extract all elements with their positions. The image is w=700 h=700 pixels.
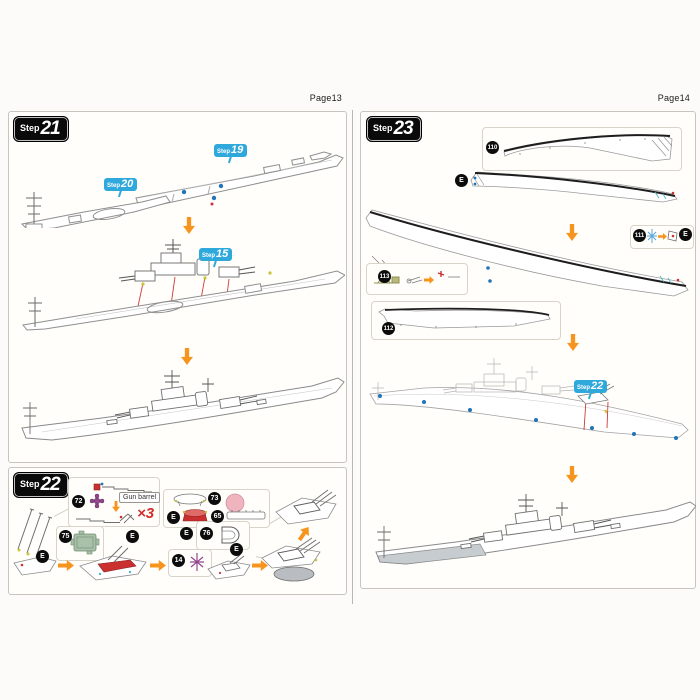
gun-barrel-part-illustration xyxy=(93,482,152,493)
part-72-label: 72 xyxy=(74,498,83,505)
part-73-label: 73 xyxy=(210,495,219,502)
part-72-illustration xyxy=(89,493,105,509)
part-e-label: E xyxy=(184,530,189,537)
right-arrow-icon xyxy=(424,276,434,284)
part-110-label: 110 xyxy=(487,144,498,151)
step20-ref-number: 20 xyxy=(121,178,134,190)
triple-barrel-part-illustration xyxy=(13,508,57,576)
keel-plate-112-illustration xyxy=(378,307,551,329)
part113-panel xyxy=(366,263,468,295)
final-turret-upper-illustration xyxy=(275,489,337,525)
part-75-illustration xyxy=(70,530,100,555)
down-arrow-icon xyxy=(112,501,120,512)
part-76-illustration xyxy=(221,526,240,544)
step22-badge-number: 22 xyxy=(40,474,61,495)
part-14-label: 14 xyxy=(174,557,183,564)
step15-ref-number: 15 xyxy=(216,248,229,260)
part-e-label: E xyxy=(683,231,688,238)
part-circle-14: 14 xyxy=(172,554,185,567)
page-divider xyxy=(352,110,353,604)
step20-ref-prefix: Step xyxy=(107,183,121,189)
final-turret-lower-illustration xyxy=(261,537,321,582)
gun-barrel-label: Gun barrel xyxy=(119,492,161,504)
superstructure-assembly-illustration xyxy=(22,239,345,331)
part-circle-72: 72 xyxy=(72,495,85,508)
page-number-right: Page14 xyxy=(657,93,690,103)
step22-ref-prefix: Step xyxy=(577,385,591,391)
part-circle-e: E xyxy=(126,530,139,543)
finished-ship-illustration xyxy=(375,494,696,565)
part-e-label: E xyxy=(171,514,176,521)
right-arrow-icon xyxy=(252,560,268,571)
part-circle-113: 113 xyxy=(378,270,391,283)
step15-ref-badge: Step 15 xyxy=(199,248,233,261)
step21-badge-prefix: Step xyxy=(20,123,40,133)
part-circle-111: 111 xyxy=(633,229,646,242)
step21-badge-number: 21 xyxy=(40,118,61,139)
step23-badge-prefix: Step xyxy=(373,123,393,133)
part-circle-e: E xyxy=(455,174,468,187)
part-14-illustration xyxy=(190,553,204,571)
part-e-label: E xyxy=(130,533,135,540)
step19-ref-prefix: Step xyxy=(217,149,231,155)
part-113-label: 113 xyxy=(379,273,390,280)
part-circle-e: E xyxy=(230,543,243,556)
multiplier-text: ×3 xyxy=(137,505,155,522)
step15-ref-prefix: Step xyxy=(202,253,216,259)
turret-assembly-stage2-illustration xyxy=(79,545,147,581)
step23-badge: Step 23 xyxy=(366,116,422,142)
step19-ref-badge: Step 19 xyxy=(214,144,248,157)
part-111-assembled-illustration xyxy=(667,230,678,242)
part-circle-73: 73 xyxy=(208,492,221,505)
part-e-label: E xyxy=(459,177,464,184)
right-arrow-icon xyxy=(58,560,74,571)
right-arrow-icon xyxy=(150,560,166,571)
step21-badge: Step 21 xyxy=(13,116,69,142)
part-e-label: E xyxy=(234,546,239,553)
deck-assembly-illustration xyxy=(20,151,344,228)
part-circle-76: 76 xyxy=(200,527,213,540)
part-111-label: 111 xyxy=(634,232,645,239)
turret-assembly-stage3-illustration xyxy=(207,554,251,580)
part-75-label: 75 xyxy=(61,533,70,540)
step22-ref-number: 22 xyxy=(591,380,604,392)
part-circle-112: 112 xyxy=(382,322,395,335)
part-circle-e: E xyxy=(36,550,49,563)
part-circle-75: 75 xyxy=(59,530,72,543)
part-circle-e: E xyxy=(679,228,692,241)
part-circle-e: E xyxy=(180,527,193,540)
completed-ship-illustration xyxy=(21,370,345,441)
step20-ref-badge: Step 20 xyxy=(104,178,138,191)
alignment-guide-lines xyxy=(136,276,230,312)
part-circle-e: E xyxy=(167,511,180,524)
step23-badge-number: 23 xyxy=(393,118,414,139)
part-circle-110: 110 xyxy=(486,141,499,154)
page-number-left: Page13 xyxy=(309,93,342,103)
right-arrow-icon xyxy=(658,233,667,240)
step22-badge-prefix: Step xyxy=(20,479,40,489)
gun-barrel-assembled-illustration xyxy=(76,513,135,524)
assembly-dot-markers xyxy=(378,394,678,440)
red-turret-base-illustration xyxy=(182,509,208,522)
part-circle-65: 65 xyxy=(211,510,224,523)
part-65-label: 65 xyxy=(213,513,222,520)
hull-plate-e-illustration xyxy=(470,171,678,203)
hull-plating-shaded xyxy=(377,543,487,565)
step22-badge: Step 22 xyxy=(13,472,69,498)
assembly-dot-markers xyxy=(181,183,224,201)
alignment-guide-lines xyxy=(583,399,609,431)
hull-plate-110-illustration xyxy=(503,134,673,162)
step22-ref-badge: Step 22 xyxy=(574,380,608,393)
part-65-strip-illustration xyxy=(226,510,266,520)
part-e-label: E xyxy=(40,553,45,560)
step19-ref-number: 19 xyxy=(231,144,244,156)
part-76-label: 76 xyxy=(202,530,211,537)
part-112-label: 112 xyxy=(383,325,394,332)
part-111-illustration xyxy=(647,229,657,243)
hull-assembly-illustration xyxy=(369,358,689,440)
turret-lid-illustration xyxy=(173,493,207,507)
